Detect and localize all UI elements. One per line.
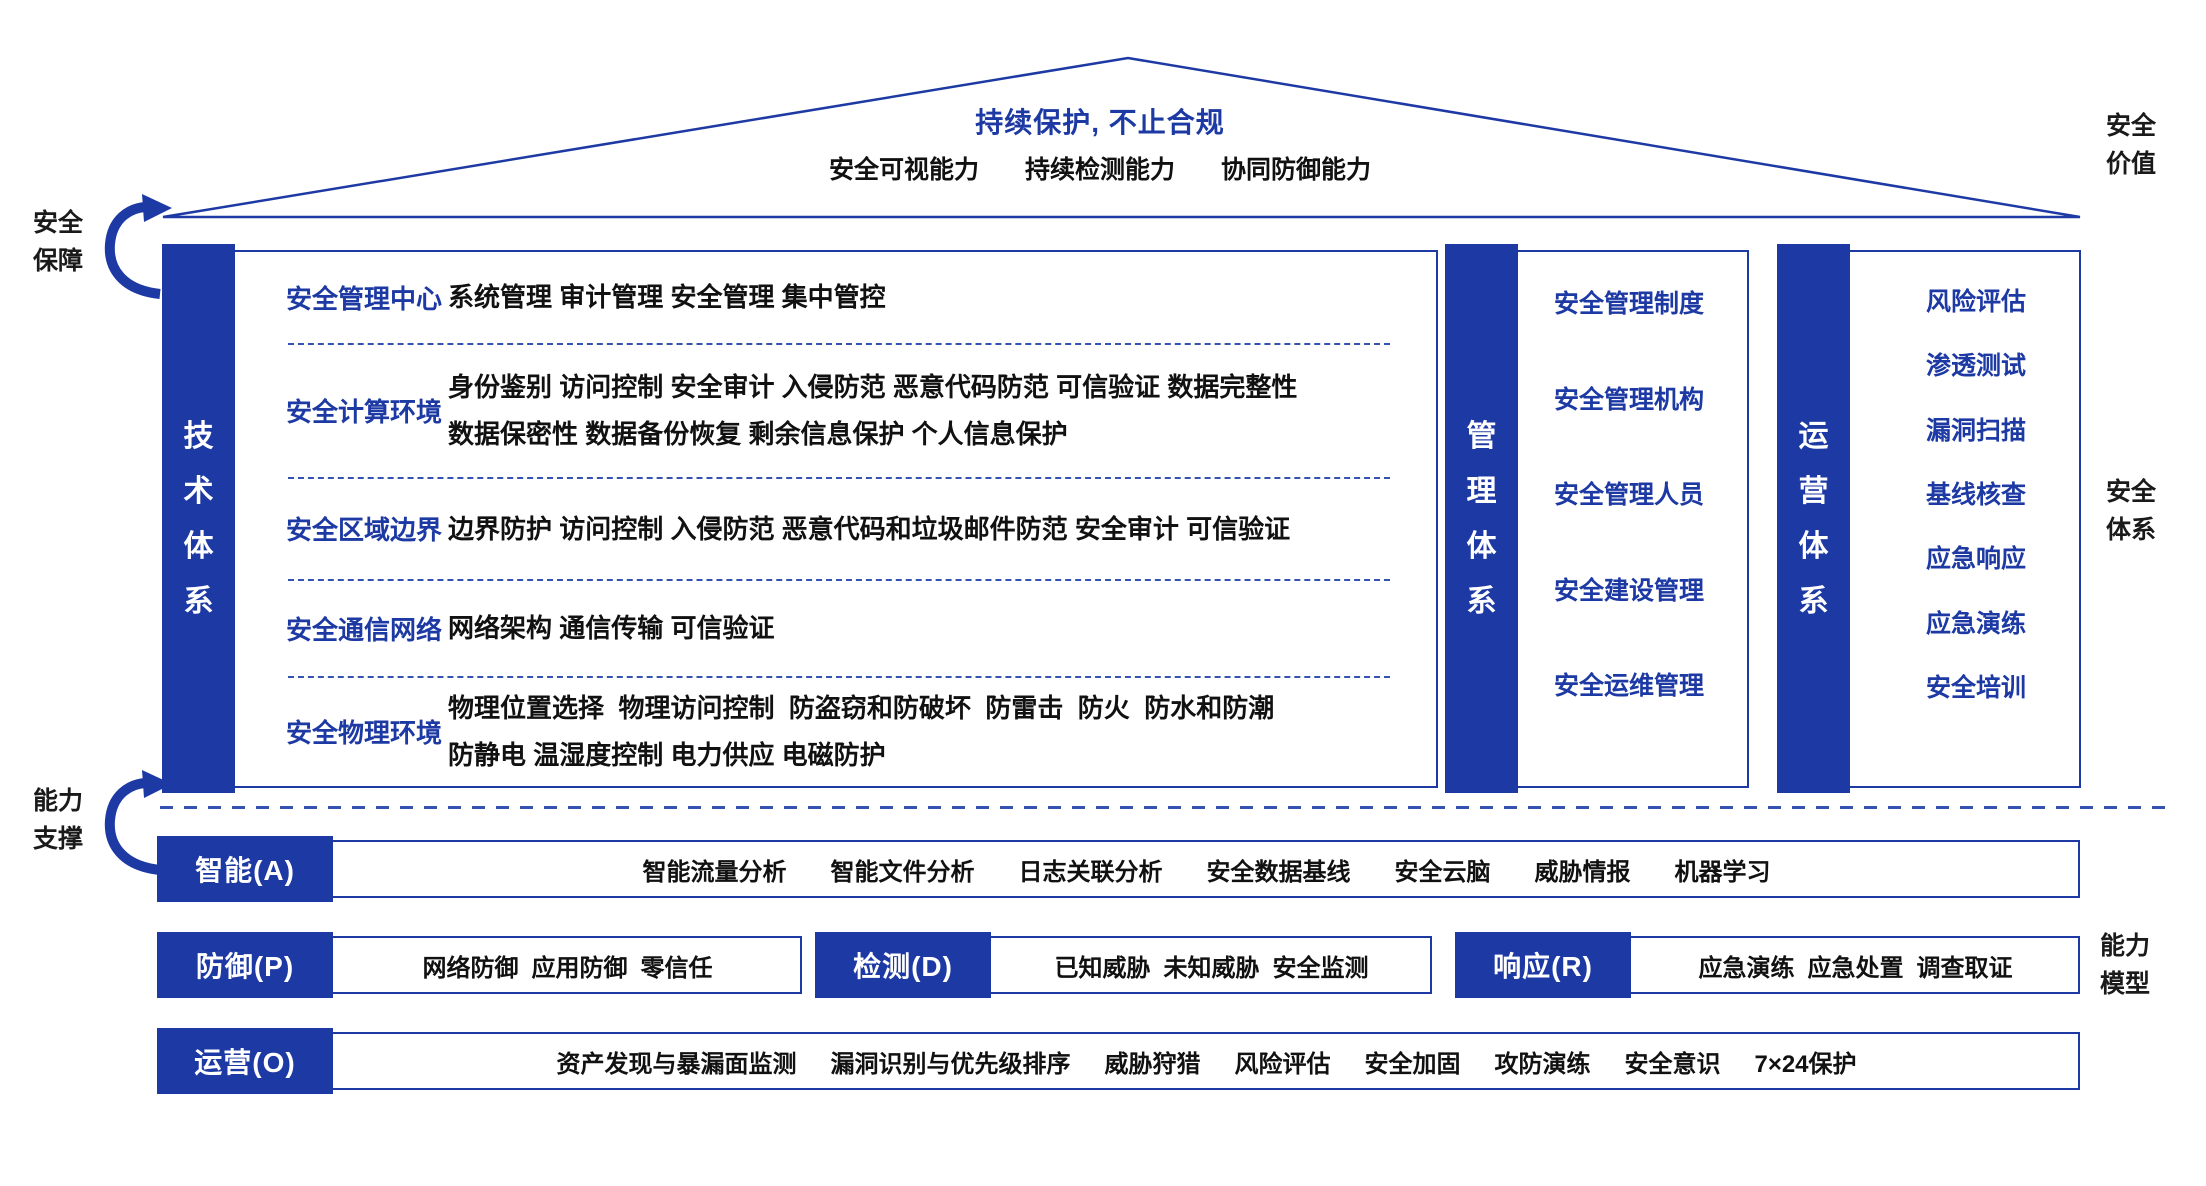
- operation-row-item: 威胁狩猎: [1104, 1050, 1201, 1078]
- tech-row: 安全物理环境 物理位置选择 物理访问控制 防盗窃和防破坏 防雷击 防火 防水和防…: [238, 678, 1434, 786]
- intelligence-item: 威胁情报: [1534, 858, 1631, 886]
- response-label: 响应(R): [1455, 932, 1631, 998]
- operation-item: 基线核查: [1926, 480, 2027, 509]
- tech-row: 安全计算环境 身份鉴别 访问控制 安全审计 入侵防范 恶意代码防范 可信验证 数…: [238, 345, 1434, 477]
- row-separator: [288, 579, 1390, 582]
- operation-row-item: 攻防演练: [1494, 1050, 1591, 1078]
- tech-row: 安全管理中心 系统管理 审计管理 安全管理 集中管控: [238, 252, 1434, 343]
- tech-row-line: 物理位置选择 物理访问控制 防盗窃和防破坏 防雷击 防火 防水和防潮: [448, 693, 1275, 724]
- security-system-label: 安全体系: [2106, 478, 2157, 544]
- row-separator: [288, 476, 1390, 479]
- capability-model-label: 能力模型: [2100, 932, 2151, 998]
- management-system-bar-title: 管理体系: [1466, 419, 1497, 618]
- intelligence-item: 智能流量分析: [642, 858, 787, 886]
- operation-system-bar-title: 运营体系: [1798, 419, 1829, 618]
- operation-row-box: [157, 1032, 2080, 1090]
- management-item: 安全运维管理: [1554, 672, 1705, 700]
- operation-items: 风险评估 渗透测试 漏洞扫描 基线核查 应急响应 应急演练 安全培训: [1850, 252, 2079, 786]
- management-items: 安全管理制度 安全管理机构 安全管理人员 安全建设管理 安全运维管理: [1520, 252, 1746, 786]
- support-divider: [160, 806, 2172, 809]
- tech-row-line: 防静电 温湿度控制 电力供应 电磁防护: [448, 739, 886, 770]
- detection-items: 已知威胁 未知威胁 安全监测: [991, 936, 1432, 994]
- detection-item: 未知威胁: [1163, 954, 1260, 982]
- operation-item: 应急响应: [1926, 545, 2027, 574]
- row-separator: [288, 675, 1390, 678]
- detection-item: 已知威胁: [1054, 954, 1151, 982]
- operation-row-label: 运营(O): [157, 1028, 333, 1094]
- tech-system-bar: 技术体系: [162, 244, 235, 793]
- tech-system-box: [162, 250, 1438, 788]
- operation-row-item: 安全加固: [1364, 1050, 1461, 1078]
- curved-arrow-icon: [104, 770, 172, 875]
- tech-row-label: 安全物理环境: [286, 718, 443, 749]
- operation-row-item: 资产发现与暴漏面监测: [556, 1050, 797, 1078]
- row-separator: [288, 342, 1390, 345]
- tech-row-label: 安全通信网络: [286, 614, 443, 645]
- operation-item: 漏洞扫描: [1926, 416, 2027, 445]
- tech-row-label: 安全计算环境: [286, 397, 443, 428]
- tech-row-label: 安全管理中心: [286, 283, 443, 314]
- capability-support-label: 能力支撑: [33, 787, 84, 853]
- operation-row-item: 安全意识: [1624, 1050, 1721, 1078]
- intelligence-item: 机器学习: [1674, 858, 1771, 886]
- management-item: 安全管理人员: [1554, 481, 1705, 509]
- defense-items: 网络防御 应用防御 零信任: [333, 936, 802, 994]
- operation-row-item: 风险评估: [1234, 1050, 1331, 1078]
- capability-item: 持续检测能力: [1024, 156, 1175, 184]
- intelligence-row-box: [157, 840, 2080, 898]
- roof-title: 持续保护, 不止合规: [975, 107, 1225, 138]
- security-assurance-label: 安全保障: [33, 209, 84, 275]
- tech-row: 安全通信网络 网络架构 通信传输 可信验证: [238, 581, 1434, 676]
- intelligence-item: 智能文件分析: [830, 858, 975, 886]
- capability-item: 协同防御能力: [1221, 156, 1372, 184]
- tech-row: 安全区域边界 边界防护 访问控制 入侵防范 恶意代码和垃圾邮件防范 安全审计 可…: [238, 479, 1434, 579]
- tech-rows: 安全管理中心 系统管理 审计管理 安全管理 集中管控 安全计算环境 身份鉴别 访…: [238, 252, 1434, 786]
- response-item: 调查取证: [1916, 954, 2013, 982]
- defense-item: 零信任: [640, 954, 713, 982]
- intelligence-item: 日志关联分析: [1018, 858, 1163, 886]
- operation-row-items: 资产发现与暴漏面监测 漏洞识别与优先级排序 威胁狩猎 风险评估 安全加固 攻防演…: [333, 1032, 2080, 1090]
- operation-system-bar: 运营体系: [1777, 244, 1850, 793]
- detection-label: 检测(D): [815, 932, 991, 998]
- management-system-bar: 管理体系: [1445, 244, 1518, 793]
- tech-row-line: 网络架构 通信传输 可信验证: [448, 613, 775, 644]
- response-item: 应急演练: [1698, 954, 1795, 982]
- security-value-label: 安全价值: [2106, 112, 2157, 178]
- defense-item: 网络防御: [422, 954, 519, 982]
- management-item: 安全管理机构: [1554, 385, 1705, 414]
- management-item: 安全建设管理: [1554, 576, 1705, 605]
- tech-row-line: 身份鉴别 访问控制 安全审计 入侵防范 恶意代码防范 可信验证 数据完整性: [448, 372, 1298, 403]
- operation-item: 应急演练: [1926, 609, 2027, 638]
- intelligence-item: 安全数据基线: [1206, 858, 1351, 886]
- curved-arrow-icon: [104, 194, 172, 299]
- tech-row-label: 安全区域边界: [286, 515, 443, 546]
- operation-item: 安全培训: [1926, 673, 2027, 702]
- defense-label: 防御(P): [157, 932, 333, 998]
- operation-item: 风险评估: [1926, 288, 2027, 316]
- operation-row-item: 7×24保护: [1754, 1050, 1857, 1078]
- operation-item: 渗透测试: [1926, 352, 2027, 381]
- tech-system-bar-title: 技术体系: [183, 419, 214, 618]
- tech-row-line: 系统管理 审计管理 安全管理 集中管控: [448, 282, 886, 313]
- detection-item: 安全监测: [1272, 954, 1369, 982]
- intelligence-item: 安全云脑: [1394, 858, 1491, 886]
- management-item: 安全管理制度: [1554, 290, 1705, 318]
- intelligence-items: 智能流量分析 智能文件分析 日志关联分析 安全数据基线 安全云脑 威胁情报 机器…: [333, 840, 2080, 898]
- roof-capabilities: 安全可视能力 持续检测能力 协同防御能力: [650, 150, 1550, 186]
- tech-row-line: 边界防护 访问控制 入侵防范 恶意代码和垃圾邮件防范 安全审计 可信验证: [448, 513, 1291, 544]
- operation-row-item: 漏洞识别与优先级排序: [830, 1050, 1071, 1078]
- defense-item: 应用防御: [531, 954, 628, 982]
- response-item: 应急处置: [1807, 954, 1904, 982]
- tech-row-line: 数据保密性 数据备份恢复 剩余信息保护 个人信息保护: [448, 418, 1068, 449]
- response-items: 应急演练 应急处置 调查取证: [1631, 936, 2080, 994]
- intelligence-label: 智能(A): [157, 836, 333, 902]
- capability-item: 安全可视能力: [828, 156, 979, 184]
